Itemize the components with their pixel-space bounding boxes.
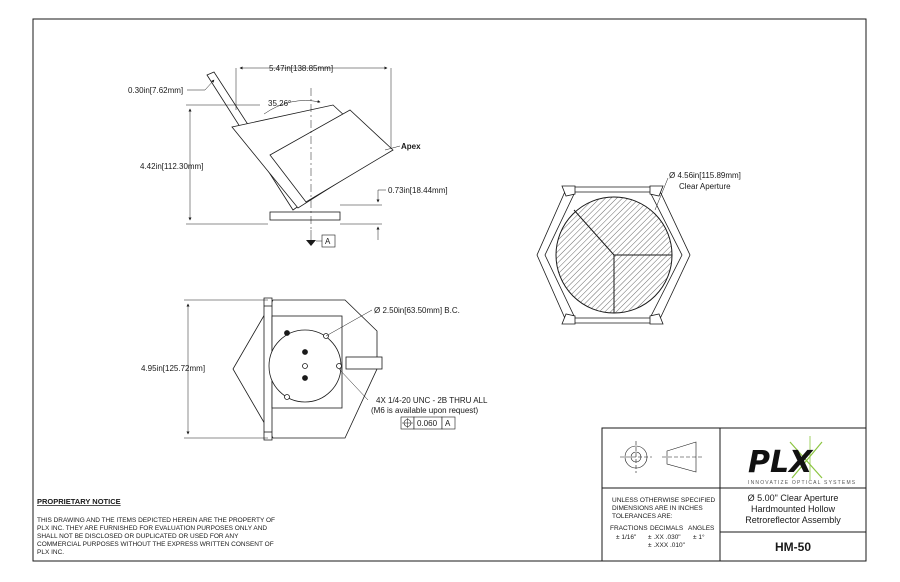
side-dim-width: 5.47in[138.85mm] [269, 64, 333, 73]
rear-view [184, 297, 456, 441]
fractions-value: ± 1/16" [616, 534, 637, 541]
front-view [536, 177, 691, 325]
notice-line: SHALL NOT BE DISCLOSED OR DUPLICATED OR … [37, 533, 239, 540]
rear-dim-bolt-circle: Ø 2.50in[63.50mm] B.C. [374, 306, 460, 315]
apex-label: Apex [401, 142, 421, 151]
title-block [601, 427, 867, 562]
notice-line: COMMERCIAL PURPOSES WITHOUT THE EXPRESS … [37, 541, 274, 548]
side-dim-angle: 35.26° [268, 99, 291, 108]
part-number: HM-50 [775, 540, 811, 554]
tolerance-value: 0.060 [417, 419, 438, 428]
notice-line: THIS DRAWING AND THE ITEMS DEPICTED HERE… [37, 517, 275, 524]
drawing-title: Hardmounted Hollow [751, 504, 836, 514]
tolerance-note: DIMENSIONS ARE IN INCHES [612, 505, 703, 512]
drawing-title: Ø 5.00" Clear Aperture [748, 493, 839, 503]
side-view [186, 66, 401, 248]
fractions-label: FRACTIONS [610, 525, 648, 532]
notice-line: PLX INC. [37, 549, 64, 556]
rear-note-metric: (M6 is available upon request) [371, 406, 479, 415]
projection-symbol [620, 441, 702, 473]
logo-text: PLX [748, 445, 814, 480]
decimals-xxx: ± .XXX .010" [648, 542, 686, 549]
rear-note-thread: 4X 1/4-20 UNC - 2B THRU ALL [376, 396, 488, 405]
plx-logo: PLX INNOVATIZE OPTICAL SYSTEMS [748, 436, 856, 486]
side-dim-base: 0.73in[18.44mm] [388, 186, 448, 195]
rear-dim-height: 4.95in[125.72mm] [141, 364, 205, 373]
tolerance-note: UNLESS OTHERWISE SPECIFIED [612, 497, 715, 504]
datum-a-label: A [325, 237, 331, 246]
angles-value: ± 1° [693, 533, 705, 541]
notice-line: PLX INC. THEY ARE FURNISHED FOR EVALUATI… [37, 525, 267, 532]
decimals-xx: ± .XX .030" [648, 534, 681, 541]
tolerance-datum: A [445, 419, 451, 428]
drawing-title: Retroreflector Assembly [745, 515, 841, 525]
notice-title: PROPRIETARY NOTICE [37, 497, 121, 506]
front-label-aperture: Clear Aperture [679, 182, 731, 191]
decimals-label: DECIMALS [650, 525, 684, 532]
front-dim-aperture: Ø 4.56in[115.89mm] [669, 171, 741, 180]
side-dim-flange: 0.30in[7.62mm] [128, 86, 183, 95]
sheet-border [32, 18, 867, 562]
tolerance-note: TOLERANCES ARE: [612, 513, 673, 520]
logo-tagline: INNOVATIZE OPTICAL SYSTEMS [748, 480, 856, 486]
angles-label: ANGLES [688, 525, 715, 532]
side-dim-height: 4.42in[112.30mm] [140, 162, 203, 171]
